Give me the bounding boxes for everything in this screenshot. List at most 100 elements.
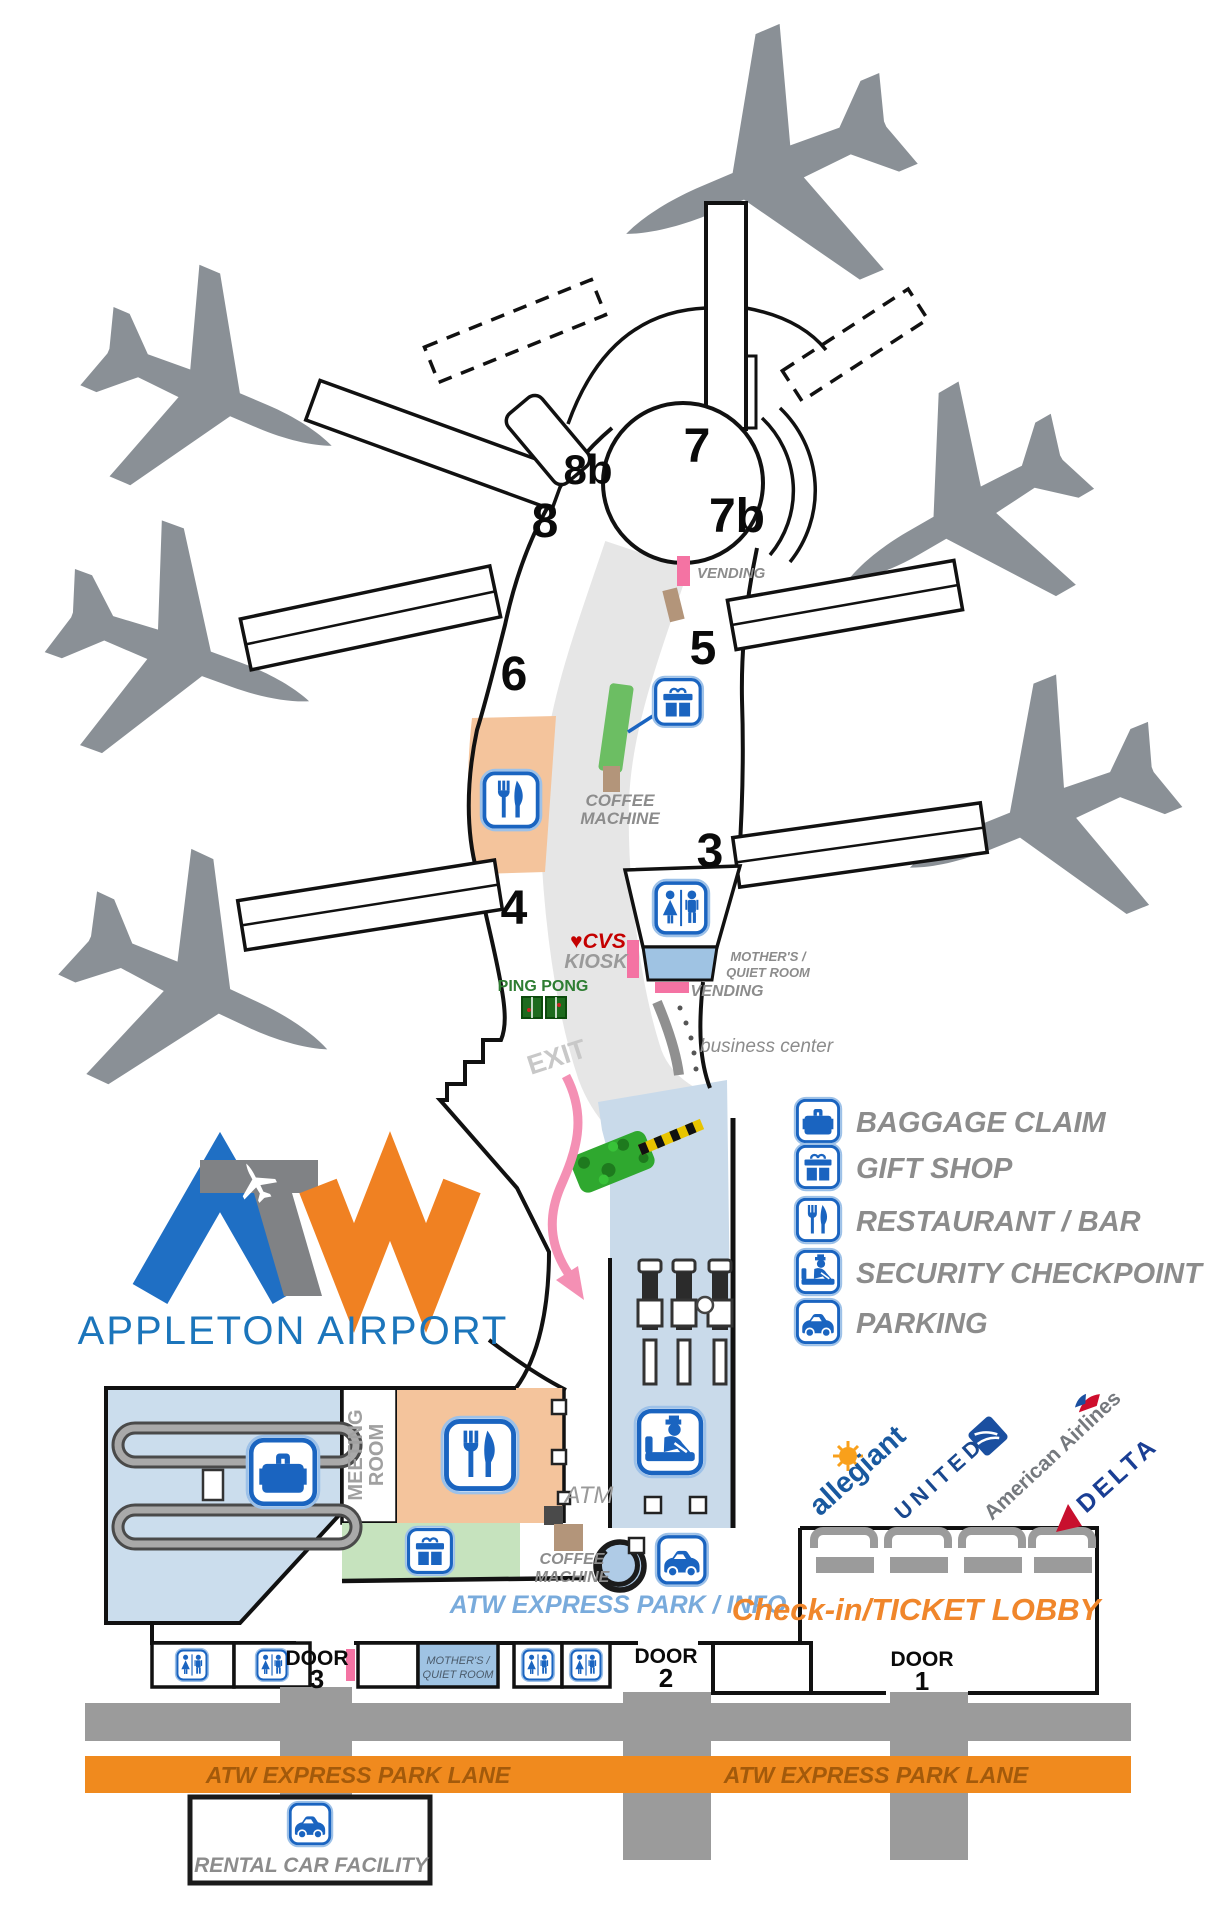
gate-6-label: 6 (501, 648, 528, 701)
logo-airport-name: APPLETON AIRPORT (78, 1309, 509, 1353)
american-flight-symbol-icon (1074, 1393, 1100, 1413)
logo-letter-t-stem (254, 1193, 322, 1296)
restaurant-icon (442, 1417, 518, 1493)
gift-shop-icon (406, 1527, 454, 1575)
cvs-brand: ♥CVS (570, 930, 626, 953)
concourse-walkway (540, 540, 696, 1163)
legend: BAGGAGE CLAIM GIFT SHOP RESTAURANT / BAR… (795, 1098, 1204, 1346)
baggage-carousels (111, 1421, 363, 1551)
restroom-icon (570, 1649, 603, 1682)
airplane-icon (574, 0, 951, 357)
cvs-kiosk-unit (627, 940, 639, 978)
main-terminal (104, 1386, 1099, 1695)
ticket-counters (810, 1527, 1096, 1573)
restroom-icon (256, 1649, 289, 1682)
mothers-lower-label-1: MOTHER'S / (426, 1655, 490, 1667)
coffee-machine-block-upper (603, 766, 620, 792)
mothers-upper-label-2: QUIET ROOM (726, 965, 811, 980)
exit-arrowhead (556, 1266, 584, 1300)
jet-bridge-dashed-left (422, 277, 608, 385)
door-labels: DOOR 3 DOOR 2 DOOR 1 (286, 1645, 954, 1696)
mothers-lower-label-2: QUIET ROOM (423, 1669, 495, 1681)
restaurant-icon (481, 770, 541, 830)
allegiant-sun-icon (839, 1447, 857, 1465)
jet-bridge-gate4 (235, 857, 505, 953)
express-park-info-label: ATW EXPRESS PARK / INFO (449, 1591, 787, 1619)
gate-5-label: 5 (690, 622, 717, 675)
meeting-room-label-1: MEETING (345, 1409, 367, 1500)
security-scanners (636, 1258, 734, 1386)
corridor-fixtures (544, 1398, 583, 1551)
restroom-icon (653, 880, 709, 936)
door2-number: 2 (659, 1663, 673, 1693)
delta-wordmark: DELTA (1071, 1431, 1164, 1518)
hazard-stripe-dashes (637, 1118, 705, 1156)
door2-label: DOOR (635, 1645, 698, 1668)
legend-row: SECURITY CHECKPOINT (795, 1249, 1204, 1296)
restaurant-bar-icon (795, 1197, 842, 1244)
jet-bridge-gate8 (303, 378, 569, 512)
legend-label: RESTAURANT / BAR (856, 1206, 1141, 1238)
legend-label: SECURITY CHECKPOINT (856, 1258, 1204, 1290)
gate-8-label: 8 (532, 495, 559, 548)
door1-label: DOOR (891, 1648, 954, 1671)
gate-7-label: 7 (684, 420, 711, 473)
parking-icon (795, 1299, 842, 1346)
mothers-upper-label-1: MOTHER'S / (730, 949, 807, 964)
express-park-lane (85, 1756, 1131, 1793)
cvs-kiosk-label: KIOSK (564, 951, 629, 973)
gate-3-label: 3 (697, 825, 724, 878)
vending-machine-upper (677, 556, 690, 586)
business-center-label: business center (700, 1036, 834, 1057)
airline-logos: allegiant UNITED American Airlines DELTA (803, 1387, 1164, 1532)
escalator (652, 1000, 684, 1076)
legend-row: GIFT SHOP (795, 1144, 1013, 1191)
gate-4-label: 4 (501, 882, 528, 935)
meeting-room-label-2: ROOM (366, 1424, 388, 1486)
door1-number: 1 (915, 1666, 929, 1696)
door-rooms-row (150, 1641, 813, 1695)
security-checkpoint-icon (795, 1249, 842, 1296)
mothers-room-upper (641, 945, 719, 982)
baggage-claim-icon (247, 1436, 319, 1508)
jet-bridge-dashed-right (779, 286, 931, 404)
coffee-lower-label-2: MACHINE (535, 1569, 611, 1586)
legend-label: PARKING (856, 1308, 988, 1340)
airplane-icon (25, 820, 380, 1162)
ticket-lobby-walls (800, 1526, 1099, 1695)
gate-numbers: 7 7b 8b 8 6 5 4 3 (501, 420, 765, 935)
vending-machine-lower (655, 982, 689, 993)
coffee-lower-label-1: COFFEE (540, 1551, 606, 1568)
restroom-icon (522, 1649, 555, 1682)
kiosk-block (544, 1506, 563, 1525)
amenity-labels: VENDING COFFEE MACHINE ♥CVS KIOSK PING P… (345, 565, 1104, 1681)
atw-logo: APPLETON AIRPORT (78, 1131, 509, 1353)
logo-letter-w (299, 1131, 481, 1333)
planter-shrubs (570, 1131, 655, 1193)
mothers-room-lower (416, 1641, 500, 1689)
rental-car-icon (288, 1802, 333, 1847)
meeting-room-label: MEETING ROOM (345, 1409, 388, 1500)
ping-pong-tables (521, 996, 567, 1019)
coffee-upper-label-2: MACHINE (580, 809, 660, 828)
legend-label: BAGGAGE CLAIM (856, 1107, 1107, 1139)
baggage-claim-icon (795, 1098, 842, 1145)
jet-bridge-gate3 (730, 800, 990, 890)
legend-label: GIFT SHOP (856, 1153, 1013, 1185)
escalator-dots (677, 1005, 699, 1072)
roads (85, 1687, 1131, 1886)
coffee-machine-block-lower (554, 1524, 583, 1551)
gate-8b-label: 8b (563, 446, 612, 493)
gift-shop-icon (653, 677, 703, 727)
gate-7b-label: 7b (709, 490, 765, 543)
jet-bridges (235, 378, 990, 953)
info-desk (593, 1536, 647, 1593)
jet-bridge-gate8b (504, 393, 592, 487)
exit-path-arrow (547, 1073, 583, 1279)
atm-label: ATM (563, 1482, 614, 1509)
security-area (608, 1118, 736, 1528)
gift-shop-pointer (627, 712, 657, 734)
door3-number: 3 (310, 1664, 324, 1694)
rental-car-label: RENTAL CAR FACILITY (194, 1854, 430, 1877)
